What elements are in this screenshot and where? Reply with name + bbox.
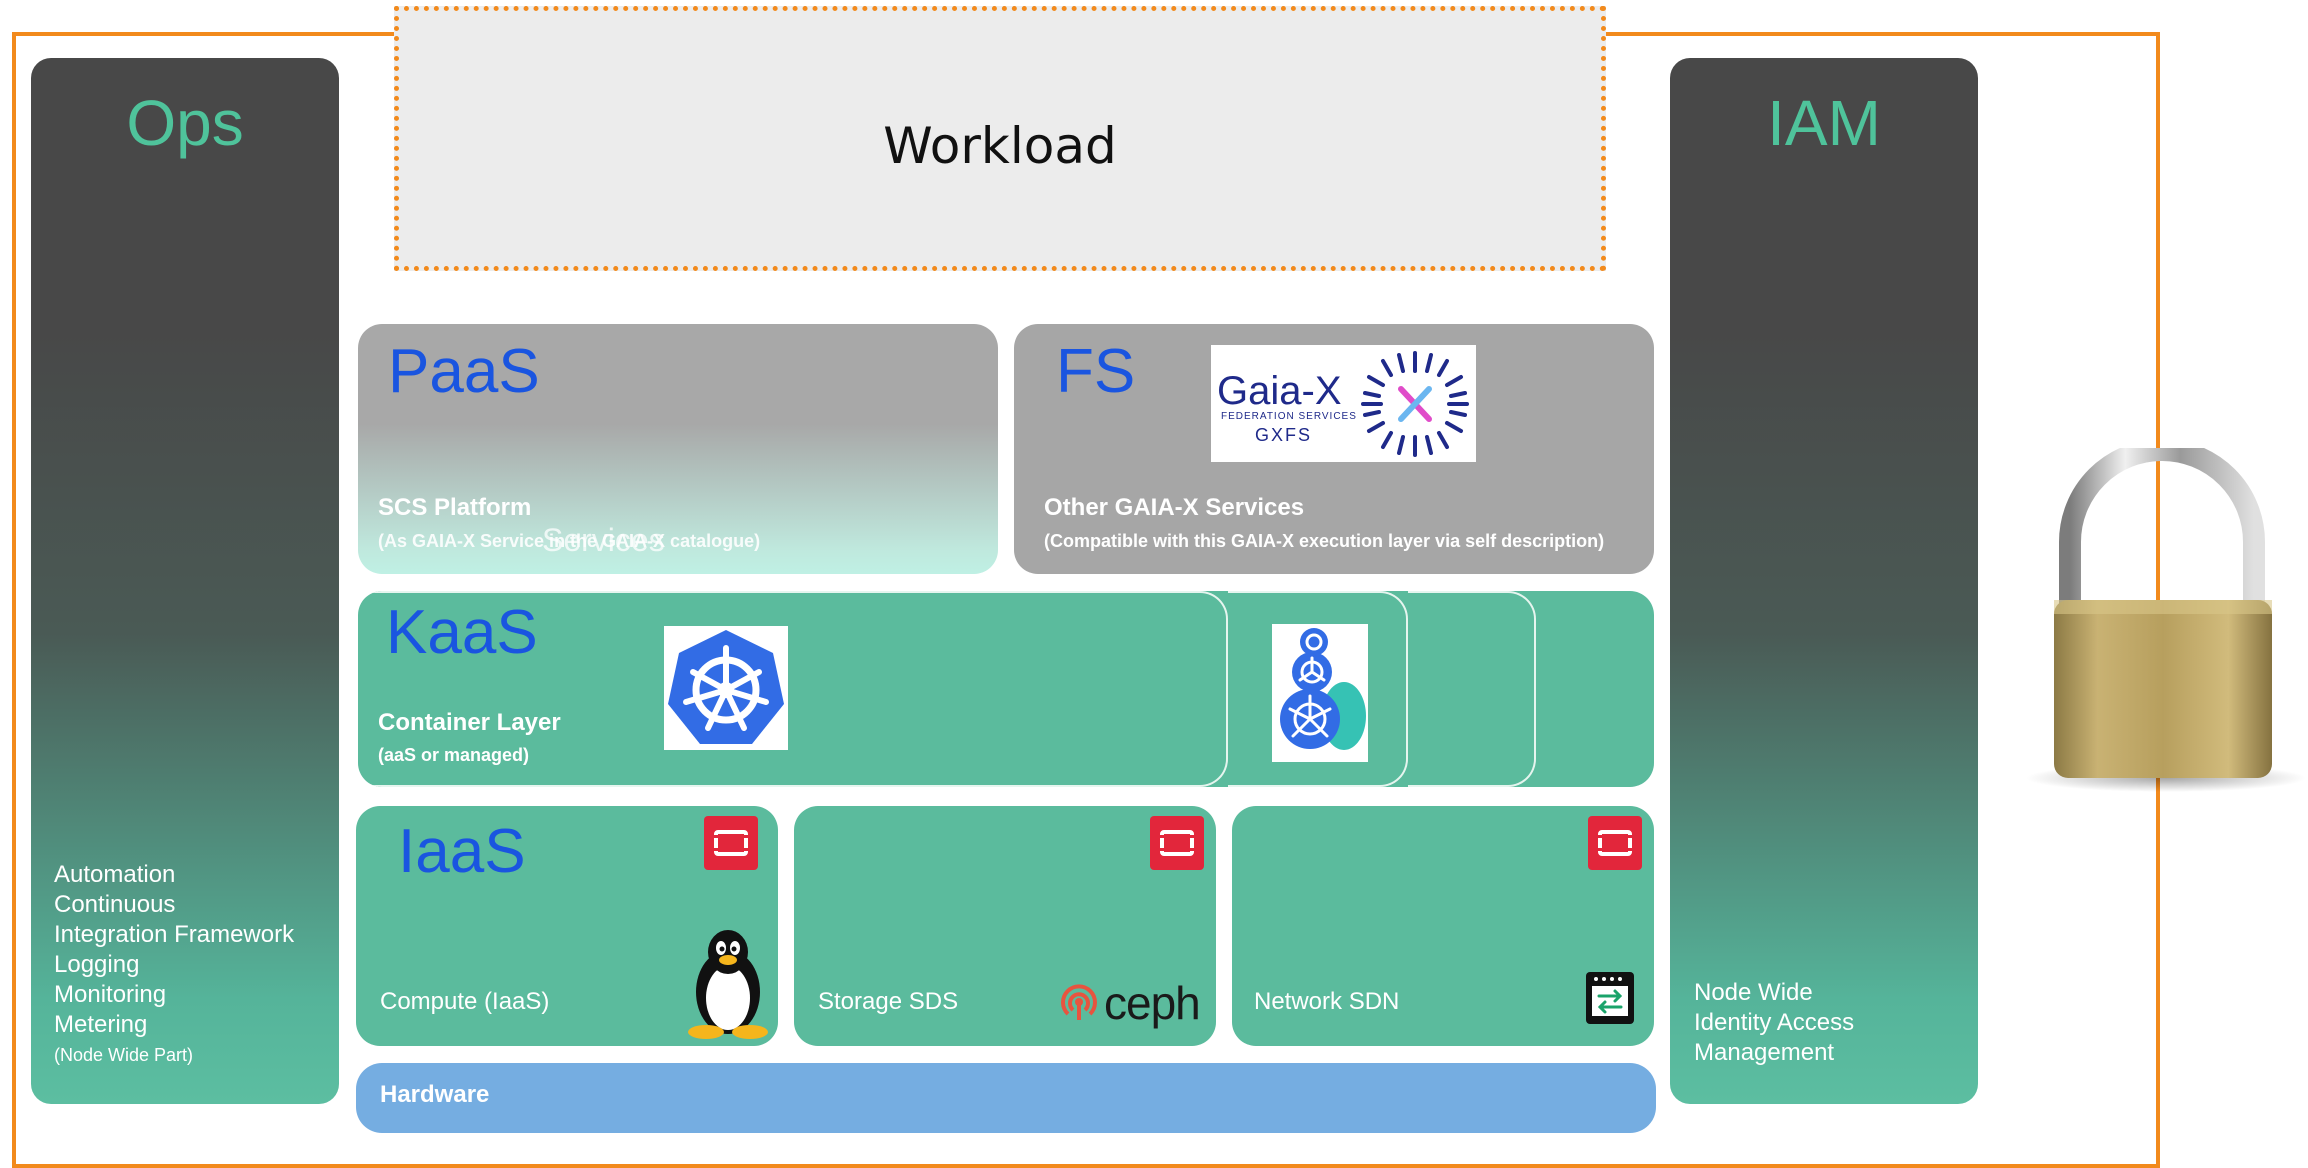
ops-note: (Node Wide Part)	[54, 1045, 194, 1065]
iam-item-management: Management	[1694, 1039, 1835, 1066]
ops-item-logging: Logging	[54, 951, 140, 978]
paas-title: PaaS	[388, 337, 540, 406]
ops-pillar: Ops Automation Continuous Integration Fr…	[31, 58, 339, 1104]
ceph-icon	[1061, 984, 1097, 1020]
switch-icon	[1586, 972, 1634, 1024]
ops-item-monitoring: Monitoring	[54, 981, 167, 1008]
openstack-icon	[1150, 816, 1204, 870]
ceph-wordmark: ceph	[1104, 977, 1201, 1029]
iaas-network-card: Network SDN	[1232, 806, 1654, 1046]
kaas-segment-1	[358, 591, 1228, 787]
kaas-segment-2	[1228, 591, 1408, 787]
iam-list: Node Wide Identity Access Management	[1694, 978, 1854, 1068]
ops-item-integration: Integration Framework	[54, 921, 295, 948]
openstack-icon	[1588, 816, 1642, 870]
network-label: Network SDN	[1254, 988, 1400, 1015]
iam-item-node-wide: Node Wide	[1694, 979, 1813, 1006]
gaia-x-burst-icon	[1361, 351, 1469, 457]
ops-list: Automation Continuous Integration Framew…	[54, 860, 294, 1070]
openstack-icon	[704, 816, 758, 870]
fs-title: FS	[1056, 337, 1136, 406]
iaas-title: IaaS	[398, 817, 526, 886]
paas-label: SCS Platform	[378, 494, 532, 521]
kaas-segment-3	[1408, 591, 1536, 787]
iaas-compute-card: IaaS Compute (IaaS)	[356, 806, 778, 1046]
paas-card: PaaS SCS Platform (As GAIA-X Service in …	[358, 324, 998, 574]
kaas-card: KaaS Container Layer (aaS or managed)	[358, 591, 1654, 787]
fs-sub: (Compatible with this GAIA-X execution l…	[1044, 531, 1605, 551]
kaas-title: KaaS	[386, 598, 538, 667]
fs-card: FS Gaia-X FEDERATION SERVICES GXFS Other…	[1014, 324, 1654, 574]
ops-item-automation: Automation	[54, 861, 176, 888]
hardware-bar: Hardware	[356, 1063, 1656, 1133]
ops-item-metering: Metering	[54, 1011, 148, 1038]
iaas-storage-card: Storage SDS ceph	[794, 806, 1216, 1046]
compute-label: Compute (IaaS)	[380, 988, 550, 1015]
workload-box: Workload	[394, 6, 1606, 271]
kubernetes-stack-icon	[1272, 624, 1368, 762]
kaas-sub: (aaS or managed)	[378, 745, 530, 765]
iam-pillar: IAM Node Wide Identity Access Management	[1670, 58, 1978, 1104]
gaia-x-logo-tagline: FEDERATION SERVICES	[1221, 411, 1357, 422]
paas-sub: (As GAIA-X Service in the GAIA-X catalog…	[378, 531, 761, 551]
tux-icon	[688, 930, 768, 1039]
fs-label: Other GAIA-X Services	[1044, 494, 1305, 521]
iam-title: IAM	[1767, 87, 1881, 159]
padlock-icon	[2026, 448, 2306, 792]
kubernetes-icon	[664, 626, 788, 750]
paas-overlay-text: Services	[542, 522, 665, 558]
hardware-label: Hardware	[380, 1081, 490, 1108]
iam-item-identity: Identity Access	[1694, 1009, 1855, 1036]
ops-title: Ops	[126, 87, 244, 159]
ops-item-continuous: Continuous	[54, 891, 176, 918]
gaia-x-logo: Gaia-X FEDERATION SERVICES GXFS	[1211, 345, 1476, 462]
gaia-x-logo-abbr: GXFS	[1255, 425, 1313, 445]
storage-label: Storage SDS	[818, 988, 959, 1015]
workload-title: Workload	[883, 117, 1117, 175]
kaas-label: Container Layer	[378, 709, 561, 736]
gaia-x-logo-name: Gaia-X	[1217, 369, 1342, 413]
